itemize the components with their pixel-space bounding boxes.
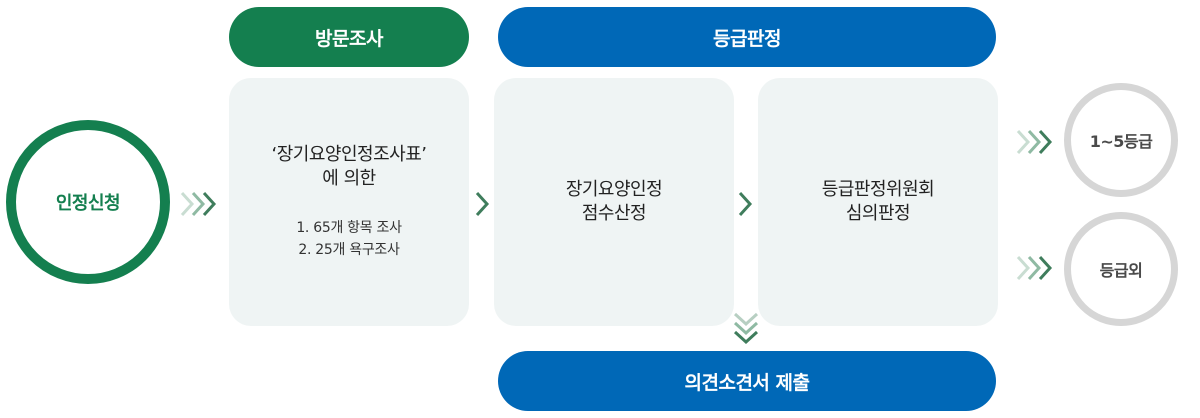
score-card-line1: 장기요양인정 xyxy=(565,179,663,200)
out-of-grade-circle: 등급외 xyxy=(1064,212,1178,326)
survey-card-title: ‘장기요양인정조사표’ 에 의한 xyxy=(271,144,427,189)
triple-chevron-right-icon xyxy=(180,190,220,218)
start-circle: 인정신청 xyxy=(6,120,170,284)
committee-card: 등급판정위원회 심의판정 xyxy=(758,78,998,326)
visit-survey-header: 방문조사 xyxy=(229,7,469,67)
survey-card: ‘장기요양인정조사표’ 에 의한 1. 65개 항목 조사 2. 25개 욕구조… xyxy=(229,78,469,326)
score-card-line2: 점수산정 xyxy=(581,203,647,224)
triple-chevron-right-icon xyxy=(1016,128,1056,156)
opinion-submit-pill: 의견소견서 제출 xyxy=(498,351,996,411)
score-card: 장기요양인정 점수산정 xyxy=(494,78,734,326)
chevron-right-icon xyxy=(474,190,490,218)
chevron-right-icon xyxy=(737,190,753,218)
committee-card-line1: 등급판정위원회 xyxy=(821,179,935,200)
committee-card-line2: 심의판정 xyxy=(845,203,911,224)
grade-decision-header: 등급판정 xyxy=(498,7,996,67)
double-chevron-down-icon xyxy=(732,310,760,344)
triple-chevron-right-icon xyxy=(1016,254,1056,282)
grade-range-circle: 1~5등급 xyxy=(1064,83,1178,197)
out-of-grade-label: 등급외 xyxy=(1099,261,1143,280)
survey-item-2: 2. 25개 욕구조사 xyxy=(298,242,400,258)
survey-card-items: 1. 65개 항목 조사 2. 25개 욕구조사 xyxy=(296,217,402,261)
survey-item-1: 1. 65개 항목 조사 xyxy=(296,220,402,236)
start-label: 인정신청 xyxy=(55,193,121,214)
grade-range-label: 1~5등급 xyxy=(1089,132,1153,151)
